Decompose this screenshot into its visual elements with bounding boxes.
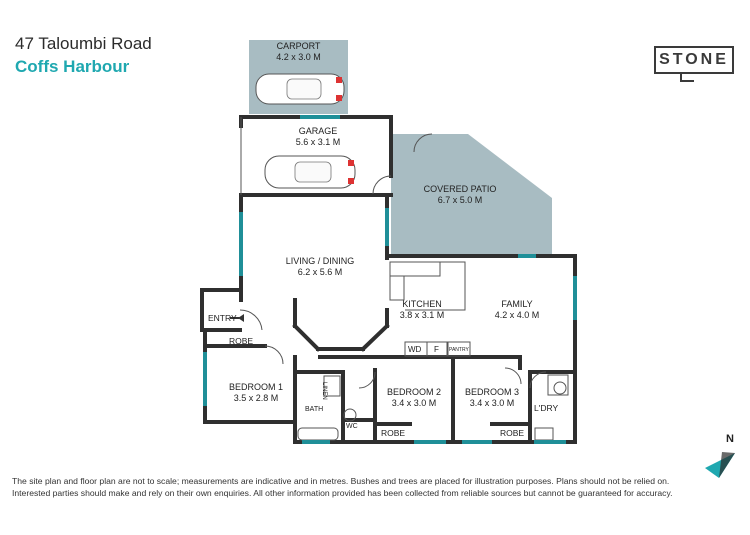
bath-label: BATH bbox=[305, 406, 324, 413]
north-compass-icon bbox=[705, 452, 735, 478]
garage-car-icon bbox=[264, 155, 356, 189]
fixture-lines bbox=[239, 117, 569, 441]
windows bbox=[203, 115, 577, 444]
covered-patio-area bbox=[391, 134, 552, 256]
disclaimer-line1: The site plan and floor plan are not to … bbox=[12, 476, 670, 486]
robe-label-bedroom2: ROBE bbox=[381, 428, 406, 438]
linen-label: LINEN bbox=[321, 382, 327, 400]
carport-car-icon bbox=[255, 73, 345, 105]
pantry-label: PANTRY bbox=[449, 347, 469, 353]
disclaimer: The site plan and floor plan are not to … bbox=[12, 476, 732, 499]
wd-label: WD bbox=[408, 345, 422, 354]
fridge-label: F bbox=[434, 345, 439, 354]
stone-logo: STONE bbox=[654, 46, 734, 74]
robe-label-bedroom3: ROBE bbox=[500, 428, 525, 438]
robe-label-bedroom1: ROBE bbox=[229, 336, 254, 346]
disclaimer-line2: Interested parties should make and rely … bbox=[12, 487, 673, 498]
wc-label: WC bbox=[346, 423, 358, 430]
address-street: 47 Taloumbi Road bbox=[15, 34, 152, 53]
compass-north-label: N bbox=[726, 433, 734, 445]
address-suburb: Coffs Harbour bbox=[15, 57, 130, 76]
logo-tick-mark bbox=[680, 72, 694, 82]
laundry-label: L'DRY bbox=[534, 403, 559, 413]
entry-label: ENTRY bbox=[208, 313, 237, 323]
